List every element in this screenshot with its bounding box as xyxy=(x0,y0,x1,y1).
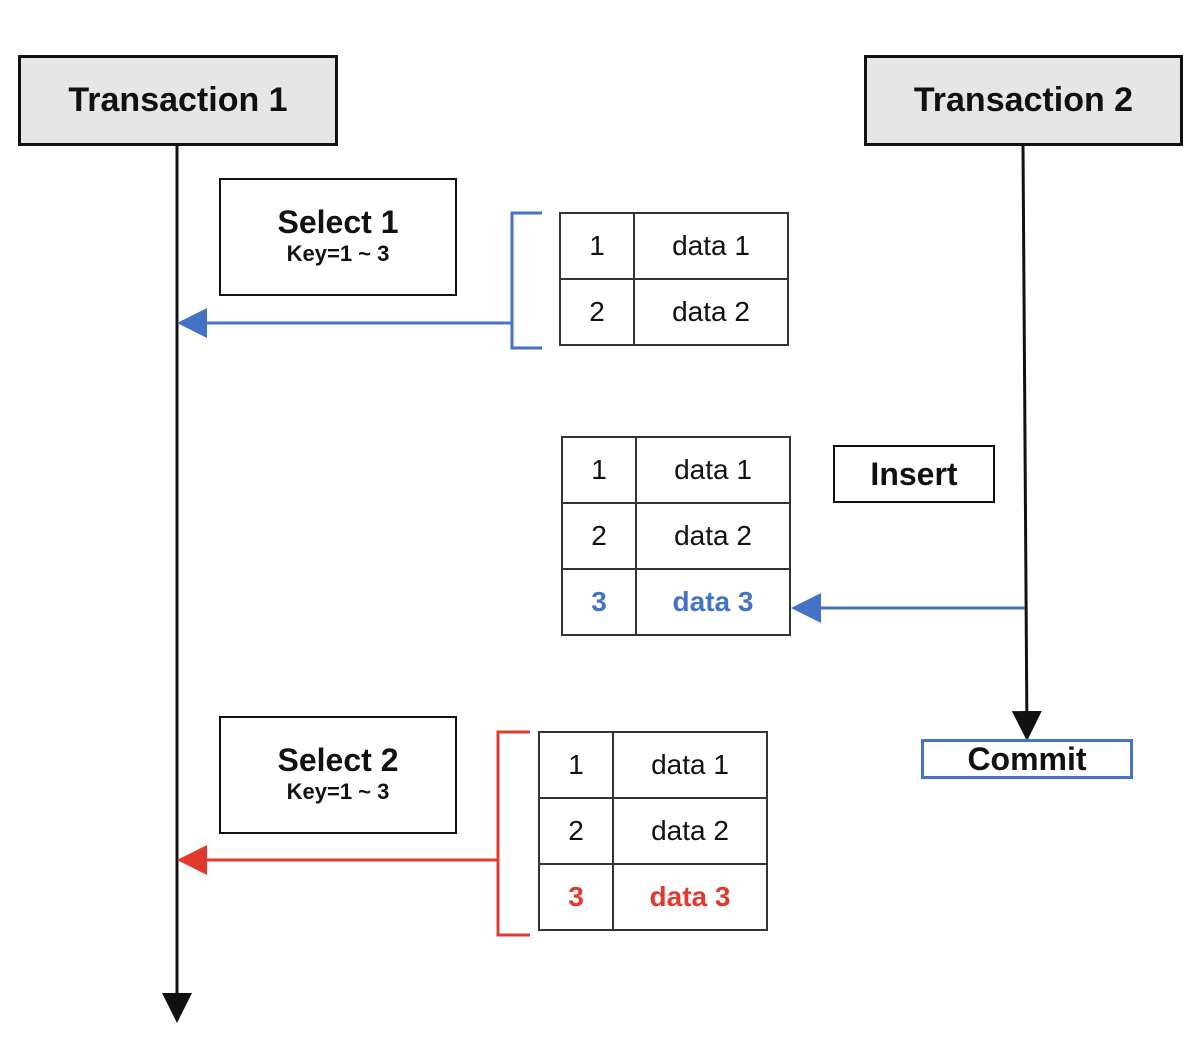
row-value: data 1 xyxy=(635,436,791,504)
select-2-range: Key=1 ~ 3 xyxy=(286,779,390,805)
table-row: 1 data 1 xyxy=(561,436,791,504)
row-key: 2 xyxy=(538,797,614,865)
row-value: data 3 xyxy=(612,863,768,931)
row-key: 2 xyxy=(559,278,635,346)
row-value: data 2 xyxy=(635,502,791,570)
row-key: 3 xyxy=(561,568,637,636)
row-value: data 1 xyxy=(612,731,768,799)
transaction-2-header: Transaction 2 xyxy=(864,55,1183,146)
select-2-title: Select 2 xyxy=(277,742,399,779)
insert-box: Insert xyxy=(833,445,995,503)
row-value: data 2 xyxy=(612,797,768,865)
commit-label: Commit xyxy=(967,740,1087,777)
row-value: data 1 xyxy=(633,212,789,280)
select-1-result-table: 1 data 1 2 data 2 xyxy=(559,212,789,346)
after-insert-table: 1 data 1 2 data 2 3 data 3 xyxy=(561,436,791,636)
select-1-bracket xyxy=(510,211,542,350)
row-key: 1 xyxy=(538,731,614,799)
commit-box: Commit xyxy=(921,739,1133,779)
transaction-2-label: Transaction 2 xyxy=(913,81,1134,119)
row-key: 1 xyxy=(559,212,635,280)
table-row: 2 data 2 xyxy=(559,278,789,346)
table-row: 2 data 2 xyxy=(538,797,768,865)
table-row: 1 data 1 xyxy=(559,212,789,280)
table-row: 1 data 1 xyxy=(538,731,768,799)
select-1-range: Key=1 ~ 3 xyxy=(286,241,390,267)
row-key: 2 xyxy=(561,502,637,570)
select-1-title: Select 1 xyxy=(277,204,399,241)
table-row: 2 data 2 xyxy=(561,502,791,570)
transaction-1-label: Transaction 1 xyxy=(68,81,288,119)
phantom-row: 3 data 3 xyxy=(538,863,768,931)
select-2-bracket xyxy=(496,730,530,937)
transaction-1-header: Transaction 1 xyxy=(18,55,338,146)
select-2-box: Select 2 Key=1 ~ 3 xyxy=(219,716,457,834)
select-2-result-table: 1 data 1 2 data 2 3 data 3 xyxy=(538,731,768,931)
transaction-2-timeline xyxy=(1011,144,1042,741)
row-value: data 3 xyxy=(635,568,791,636)
row-key: 1 xyxy=(561,436,637,504)
select-1-box: Select 1 Key=1 ~ 3 xyxy=(219,178,457,296)
row-key: 3 xyxy=(538,863,614,931)
row-value: data 2 xyxy=(633,278,789,346)
inserted-row: 3 data 3 xyxy=(561,568,791,636)
insert-label: Insert xyxy=(870,455,958,492)
